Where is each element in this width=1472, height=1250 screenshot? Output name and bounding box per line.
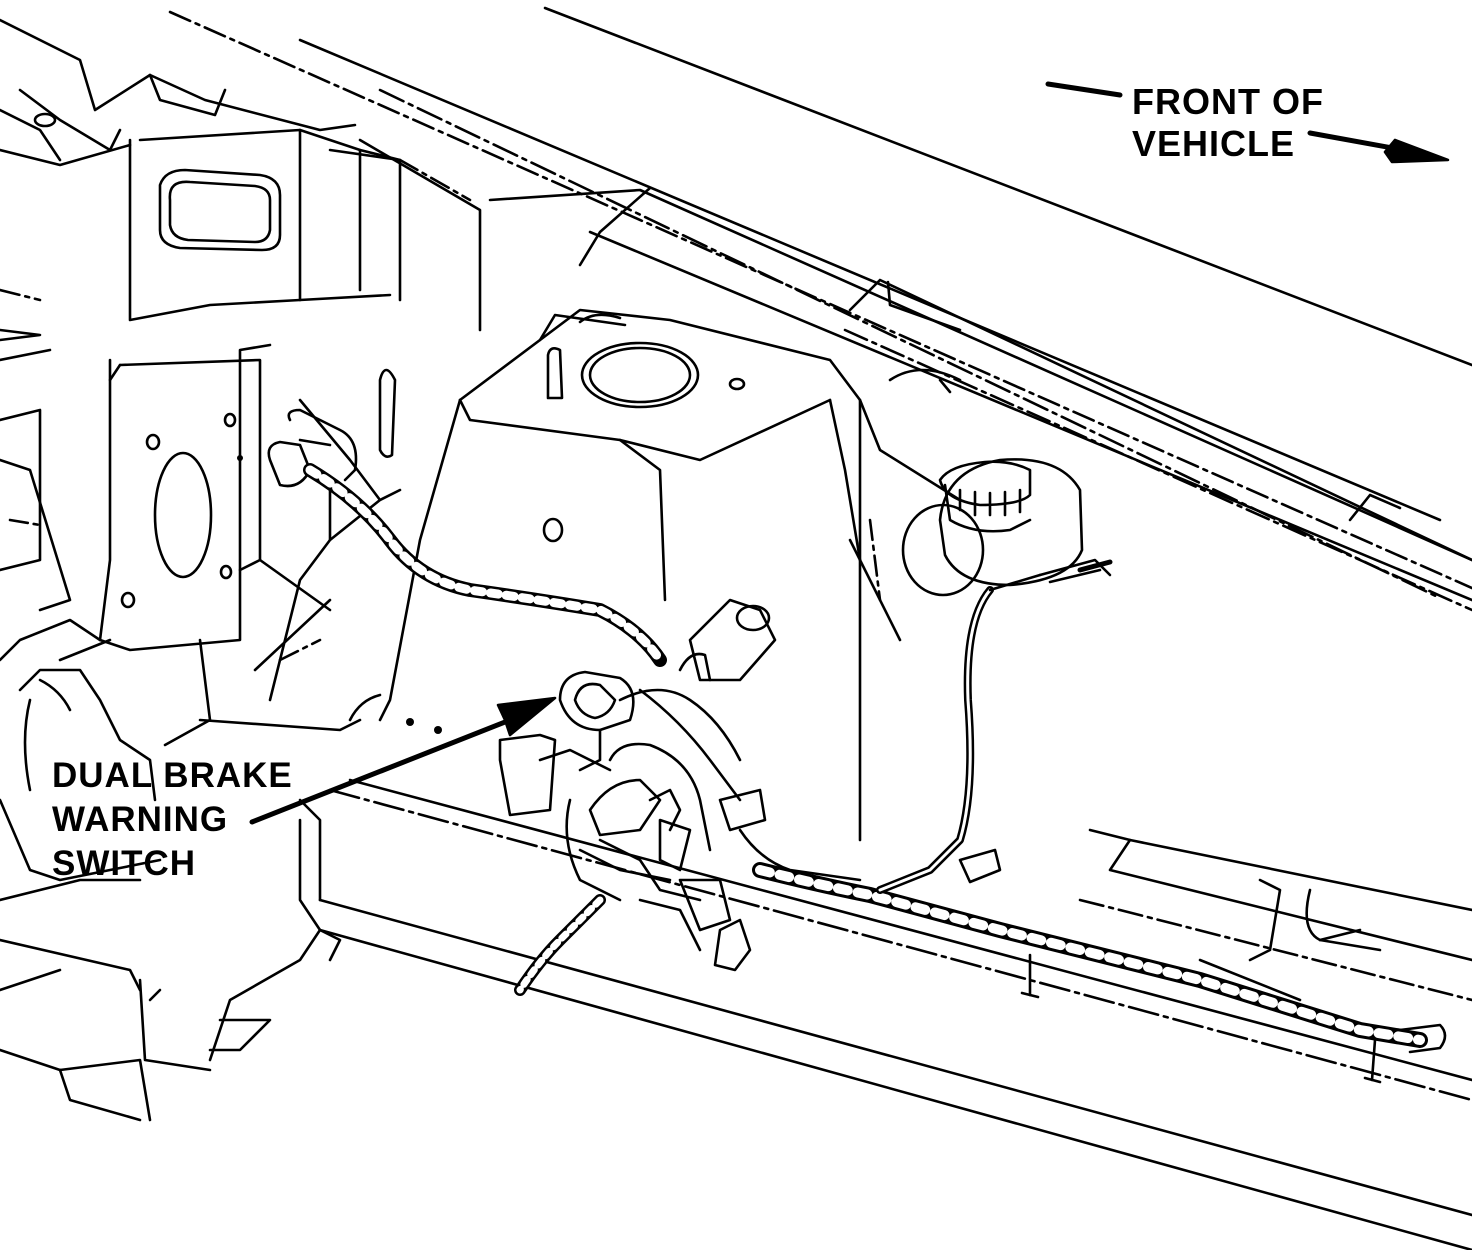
reservoir-sensor-wire <box>876 573 1042 894</box>
dual-brake-warning-switch-label-line2: WARNING <box>52 800 229 839</box>
brake-switch-pointer-arrow <box>249 696 557 825</box>
front-of-vehicle-label-line1: FRONT OF <box>1132 81 1324 122</box>
rivets <box>237 455 442 734</box>
fender-edge-lines <box>168 6 1472 612</box>
front-of-vehicle-arrow <box>1045 81 1450 164</box>
dual-brake-warning-switch-label-line1: DUAL BRAKE <box>52 756 293 795</box>
reservoir <box>901 458 1113 597</box>
left-cowl-structure <box>0 18 482 362</box>
wiring-harness-left <box>267 408 667 667</box>
dual-brake-warning-switch-label-line3: SWITCH <box>52 844 197 883</box>
connector-plug <box>678 598 777 682</box>
firewall-plate <box>0 343 272 992</box>
lower-rails <box>318 778 1472 1250</box>
brake-switch-cluster <box>498 670 862 996</box>
master-cylinder-housing <box>378 308 962 842</box>
wiring-harness-rail <box>752 862 1447 1084</box>
front-of-vehicle-label-line2: VEHICLE <box>1132 123 1296 164</box>
